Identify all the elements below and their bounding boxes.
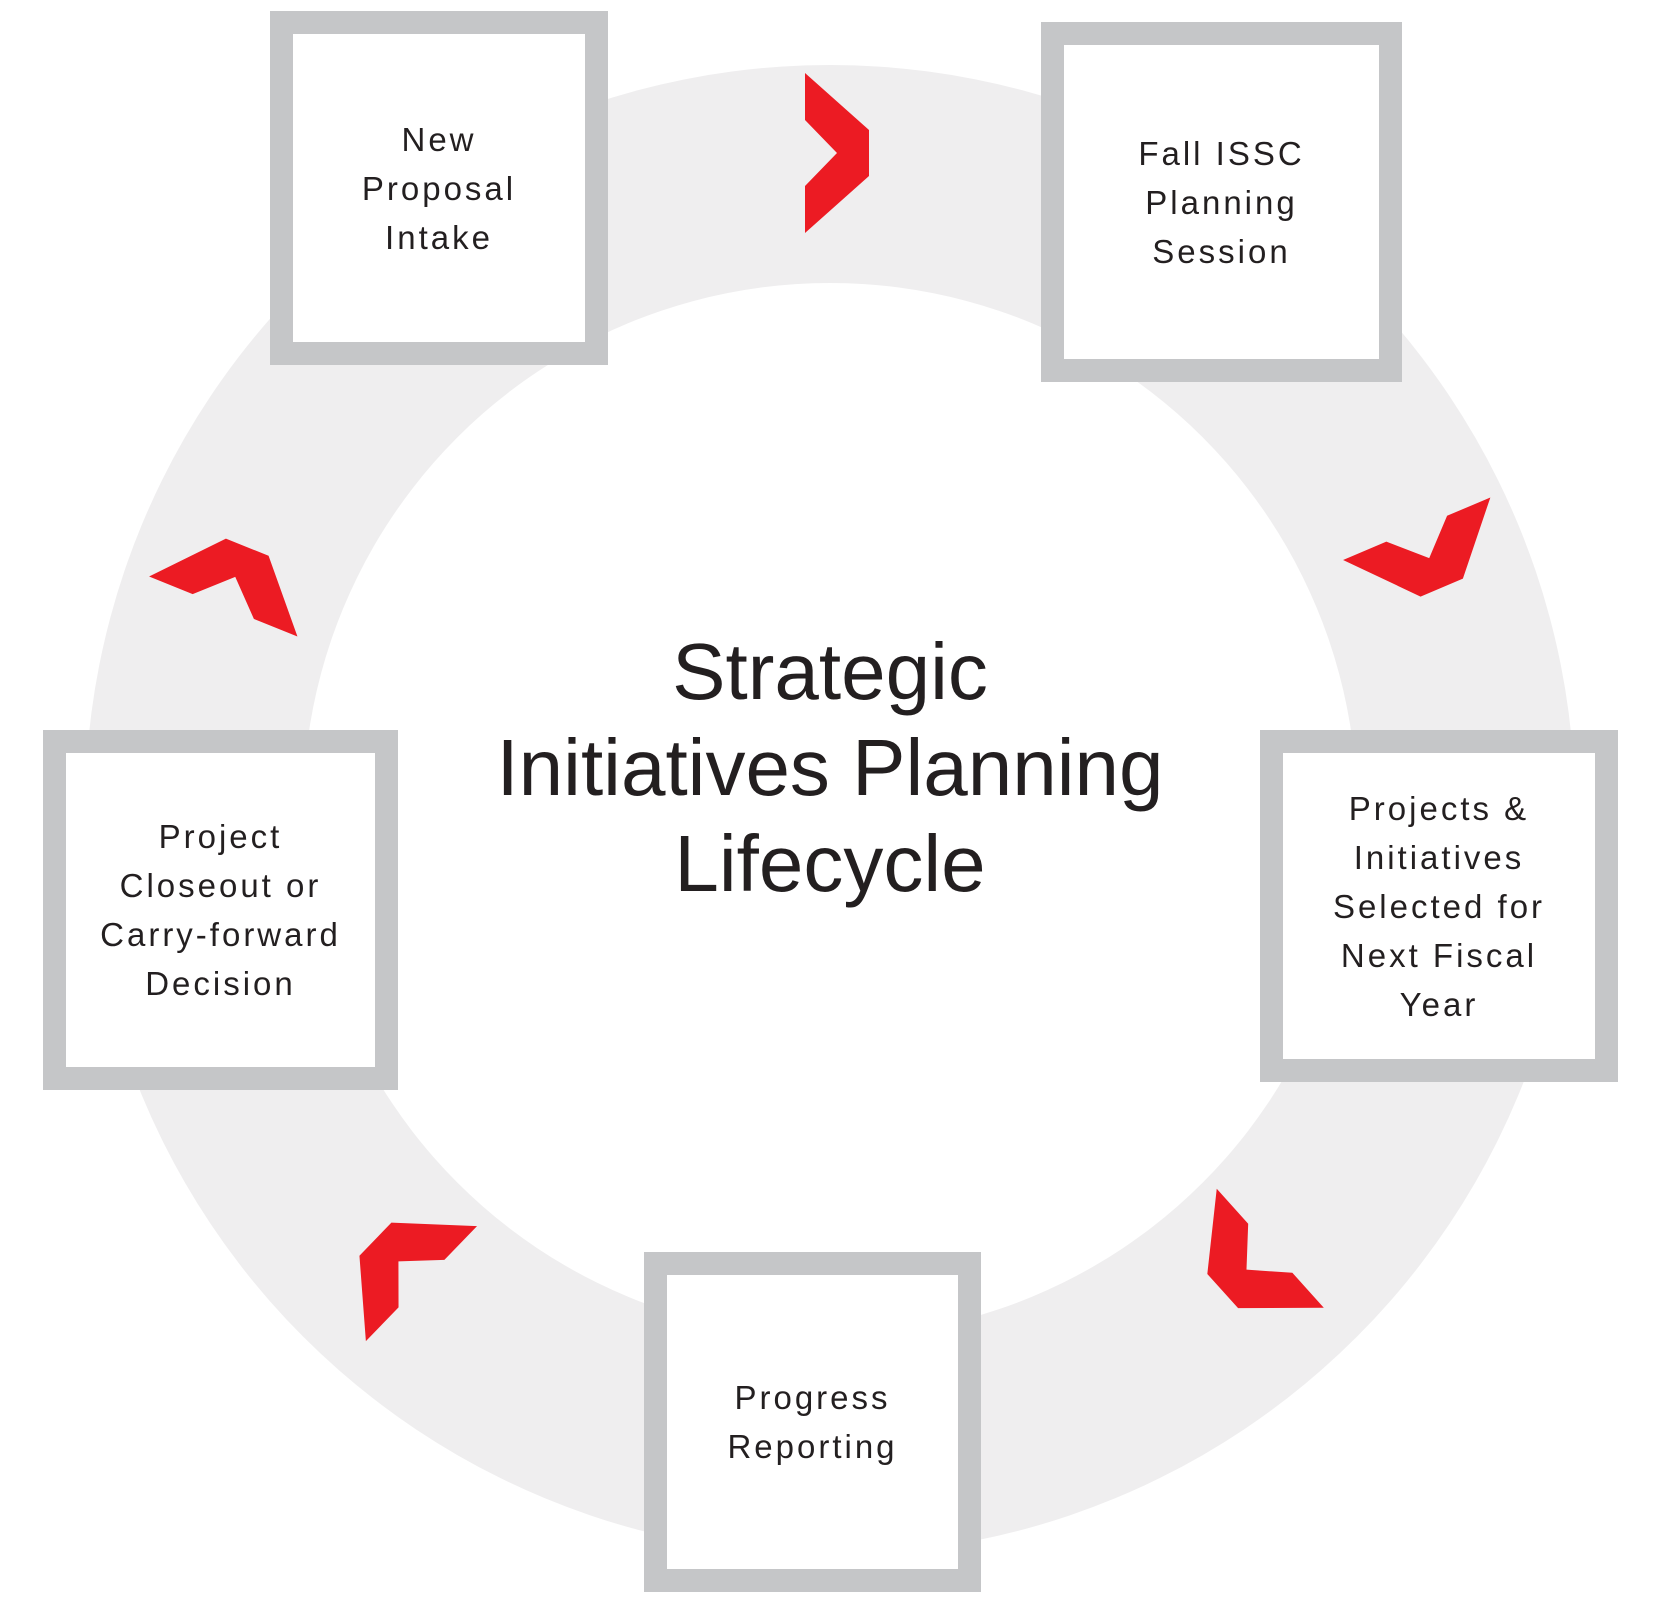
- stage-label-project-closeout-carry-forward: Project Closeout or Carry-forward Decisi…: [100, 818, 341, 1002]
- stage-label-projects-initiatives-selected: Projects & Initiatives Selected for Next…: [1332, 789, 1546, 1023]
- chevron-top-icon: [805, 73, 869, 233]
- chevron-lower-left-icon: [359, 1222, 478, 1342]
- stage-box-projects-initiatives-selected: Projects & Initiatives Selected for Next…: [1260, 730, 1618, 1082]
- diagram-title: Strategic Initiatives Planning Lifecycle: [496, 627, 1164, 908]
- chevron-lower-right-icon: [1207, 1188, 1324, 1309]
- chevron-upper-left-icon: [149, 538, 298, 637]
- stage-label-fall-issc-planning-session: Fall ISSC Planning Session: [1138, 134, 1305, 270]
- stage-box-fall-issc-planning-session: Fall ISSC Planning Session: [1041, 22, 1402, 382]
- chevron-upper-right-icon: [1343, 497, 1491, 597]
- stage-label-new-proposal-intake: New Proposal Intake: [361, 120, 517, 256]
- stage-box-new-proposal-intake: New Proposal Intake: [270, 11, 608, 365]
- stage-box-progress-reporting: Progress Reporting: [644, 1252, 981, 1592]
- stage-box-project-closeout-carry-forward: Project Closeout or Carry-forward Decisi…: [43, 730, 398, 1090]
- stage-label-progress-reporting: Progress Reporting: [727, 1379, 898, 1465]
